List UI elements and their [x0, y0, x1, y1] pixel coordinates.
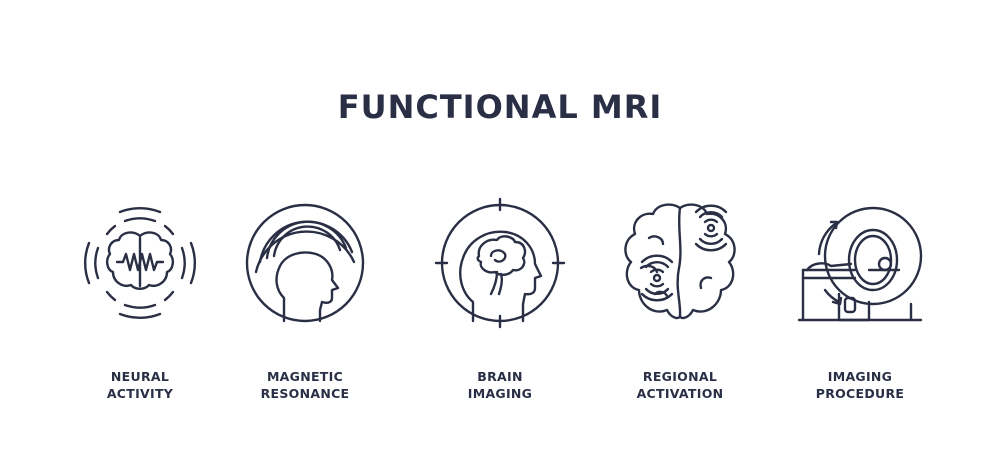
label-line-1: REGIONAL	[642, 369, 718, 384]
label-line-1: IMAGING	[827, 369, 893, 384]
imaging-procedure-icon	[795, 198, 925, 328]
label-imaging-procedure: IMAGING PROCEDURE	[775, 368, 945, 402]
regional-activation-icon	[615, 198, 745, 328]
brain-imaging-icon	[434, 197, 566, 329]
label-line-2: PROCEDURE	[815, 386, 905, 401]
label-line-1: BRAIN	[477, 369, 523, 384]
magnetic-resonance-icon	[240, 198, 370, 328]
label-line-1: NEURAL	[110, 369, 170, 384]
label-regional-activation: REGIONAL ACTIVATION	[595, 368, 765, 402]
page-title: FUNCTIONAL MRI	[337, 88, 663, 126]
label-neural-activity: NEURAL ACTIVITY	[55, 368, 225, 402]
label-magnetic-resonance: MAGNETIC RESONANCE	[220, 368, 390, 402]
label-line-2: ACTIVATION	[636, 386, 724, 401]
label-brain-imaging: BRAIN IMAGING	[415, 368, 585, 402]
label-line-2: IMAGING	[467, 386, 533, 401]
label-line-2: ACTIVITY	[106, 386, 174, 401]
neural-activity-icon	[75, 198, 205, 328]
label-line-1: MAGNETIC	[266, 369, 344, 384]
label-line-2: RESONANCE	[260, 386, 350, 401]
